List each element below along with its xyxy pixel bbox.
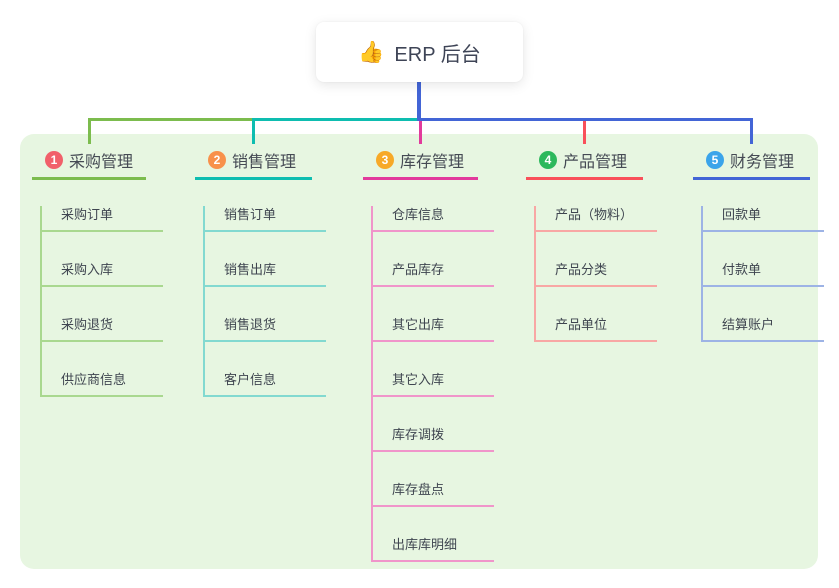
branch-connector-horizontal [252, 118, 421, 121]
branch-number-badge: 5 [706, 150, 724, 169]
child-label: 库存盘点 [392, 482, 445, 497]
child-label: 产品分类 [555, 262, 608, 277]
branch-header[interactable]: 3 库存管理 [363, 148, 478, 180]
branch-children: 采购订单 采购入库 采购退货 供应商信息 [40, 206, 163, 397]
root-node[interactable]: 👍 ERP 后台 [316, 22, 523, 82]
child-node[interactable]: 客户信息 [205, 371, 326, 397]
branch-connector-drop [583, 118, 586, 144]
child-label: 其它入库 [392, 372, 445, 387]
thumbs-up-icon: 👍 [358, 40, 385, 64]
child-label: 结算账户 [722, 317, 775, 332]
child-label: 销售退货 [224, 317, 277, 332]
branches-panel [20, 134, 818, 569]
branch-connector-drop [750, 118, 753, 144]
child-node[interactable]: 产品分类 [536, 261, 657, 287]
branch-4: 4 产品管理 产品（物料） 产品分类 产品单位 [526, 148, 657, 342]
branch-connector-drop [419, 118, 422, 144]
branch-label: 采购管理 [69, 153, 134, 171]
root-label: ERP 后台 [394, 43, 481, 66]
child-label: 付款单 [722, 262, 762, 277]
child-node[interactable]: 库存调拨 [373, 426, 494, 452]
child-label: 出库库明细 [392, 537, 458, 552]
child-node[interactable]: 销售退货 [205, 316, 326, 342]
branch-header[interactable]: 5 财务管理 [693, 148, 810, 180]
branch-connector-drop [252, 118, 255, 144]
child-label: 仓库信息 [392, 207, 445, 222]
branch-children: 回款单 付款单 结算账户 [701, 206, 824, 342]
child-label: 供应商信息 [61, 372, 127, 387]
child-node[interactable]: 出库库明细 [373, 536, 494, 562]
child-label: 产品库存 [392, 262, 445, 277]
branch-number-badge: 4 [539, 150, 557, 169]
branch-number-badge: 1 [45, 150, 63, 169]
child-label: 销售订单 [224, 207, 277, 222]
branch-children: 销售订单 销售出库 销售退货 客户信息 [203, 206, 326, 397]
branch-connector-drop [87, 118, 91, 144]
branch-children: 产品（物料） 产品分类 产品单位 [534, 206, 657, 342]
child-node[interactable]: 库存盘点 [373, 481, 494, 507]
child-node[interactable]: 采购订单 [42, 206, 163, 232]
branch-label: 产品管理 [563, 153, 628, 171]
branch-3: 3 库存管理 仓库信息 产品库存 其它出库 其它入库 库存调拨 库存盘点 出库库… [363, 148, 494, 562]
child-label: 库存调拨 [392, 427, 445, 442]
branch-children: 仓库信息 产品库存 其它出库 其它入库 库存调拨 库存盘点 出库库明细 [371, 206, 494, 562]
child-label: 采购订单 [61, 207, 114, 222]
child-node[interactable]: 产品库存 [373, 261, 494, 287]
child-label: 客户信息 [224, 372, 277, 387]
child-node[interactable]: 付款单 [703, 261, 824, 287]
branch-number-badge: 2 [208, 150, 226, 169]
child-node[interactable]: 产品（物料） [536, 206, 657, 232]
branch-1: 1 采购管理 采购订单 采购入库 采购退货 供应商信息 [32, 148, 163, 397]
child-node[interactable]: 销售订单 [205, 206, 326, 232]
child-label: 采购退货 [61, 317, 114, 332]
child-node[interactable]: 采购退货 [42, 316, 163, 342]
child-node[interactable]: 销售出库 [205, 261, 326, 287]
child-node[interactable]: 产品单位 [536, 316, 657, 342]
branch-5: 5 财务管理 回款单 付款单 结算账户 [693, 148, 824, 342]
branch-number-badge: 3 [376, 150, 394, 169]
child-label: 产品单位 [555, 317, 608, 332]
branch-label: 库存管理 [400, 153, 465, 171]
child-node[interactable]: 其它出库 [373, 316, 494, 342]
child-label: 回款单 [722, 207, 762, 222]
child-label: 产品（物料） [555, 207, 634, 222]
branch-header[interactable]: 2 销售管理 [195, 148, 312, 180]
child-node[interactable]: 供应商信息 [42, 371, 163, 397]
branch-2: 2 销售管理 销售订单 销售出库 销售退货 客户信息 [195, 148, 326, 397]
child-node[interactable]: 其它入库 [373, 371, 494, 397]
branch-label: 财务管理 [730, 153, 795, 171]
branch-label: 销售管理 [232, 153, 297, 171]
child-label: 销售出库 [224, 262, 277, 277]
child-label: 其它出库 [392, 317, 445, 332]
child-node[interactable]: 结算账户 [703, 316, 824, 342]
branch-header[interactable]: 4 产品管理 [526, 148, 643, 180]
branch-connector-horizontal [417, 118, 753, 121]
child-node[interactable]: 采购入库 [42, 261, 163, 287]
child-label: 采购入库 [61, 262, 114, 277]
child-node[interactable]: 回款单 [703, 206, 824, 232]
branch-header[interactable]: 1 采购管理 [32, 148, 146, 180]
child-node[interactable]: 仓库信息 [373, 206, 494, 232]
root-connector [417, 82, 421, 121]
